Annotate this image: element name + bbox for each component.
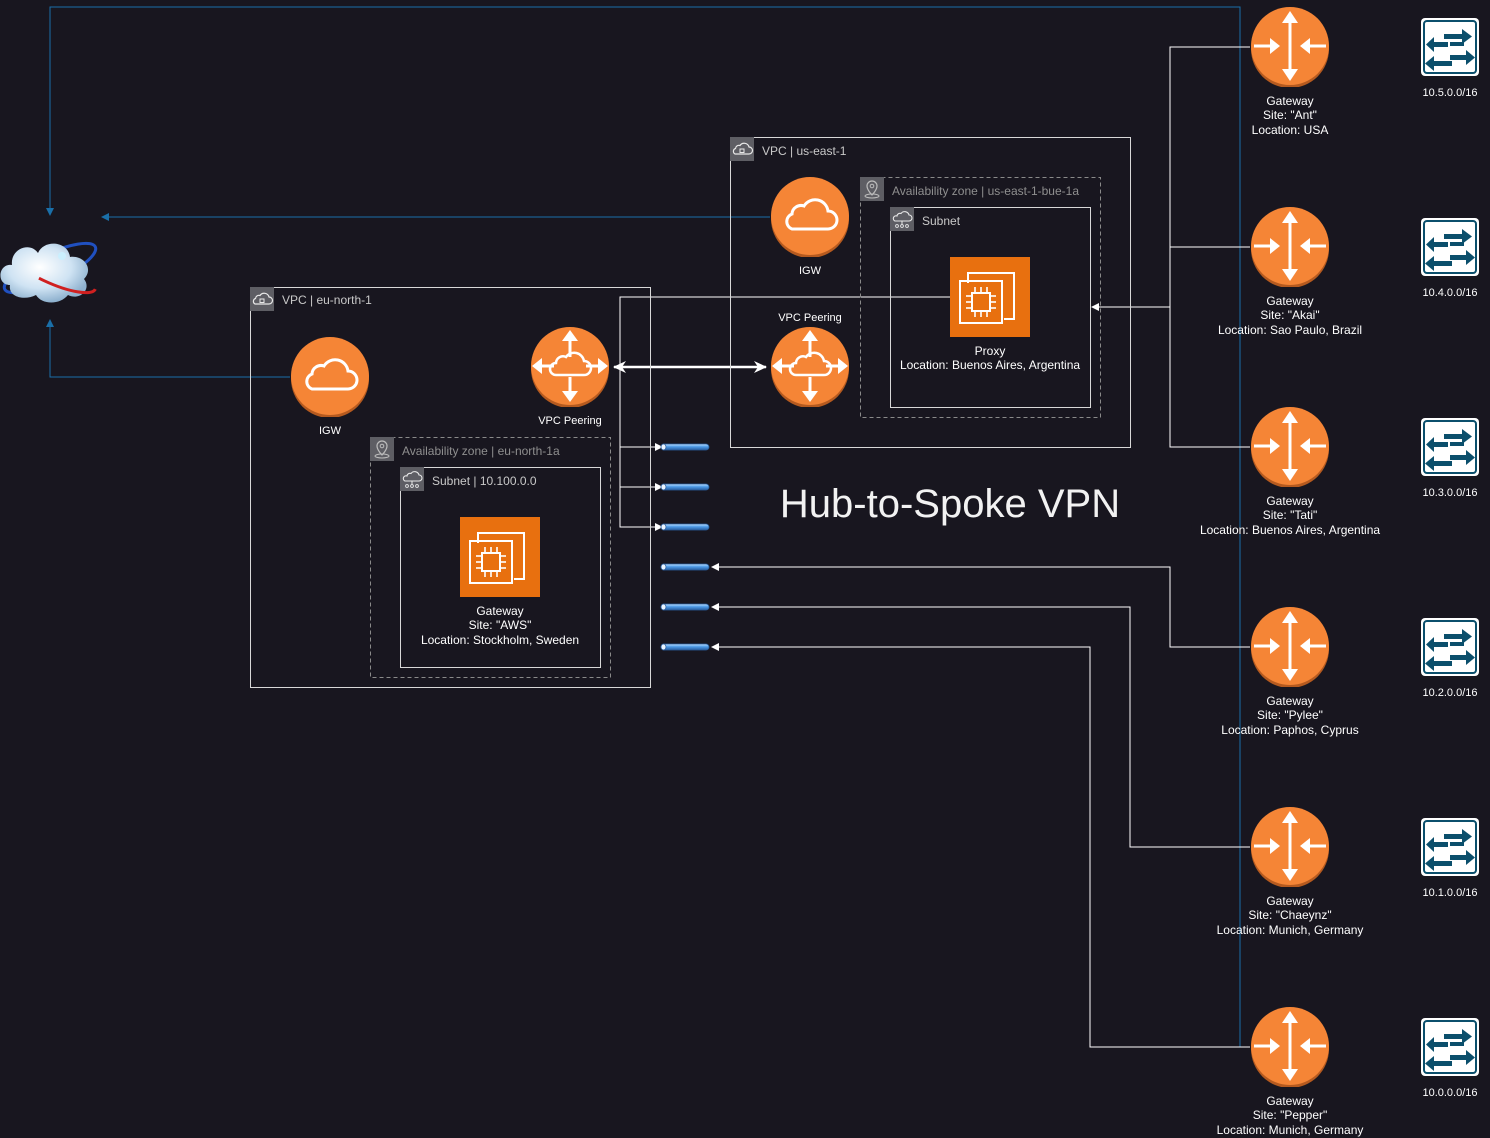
- vpn-tunnel-icon: [660, 483, 710, 491]
- subnet-us-label: Subnet: [922, 214, 961, 228]
- site-name: Site: "Tati": [1263, 508, 1318, 522]
- peering-us-label: VPC Peering: [778, 312, 842, 324]
- site-location: Location: Paphos, Cyprus: [1221, 723, 1358, 737]
- aws-gateway-line3: Location: Stockholm, Sweden: [421, 633, 579, 647]
- az-us-label: Availability zone | us-east-1-bue-1a: [892, 184, 1079, 198]
- vpc-us-label: VPC | us-east-1: [762, 144, 847, 158]
- link-eu-igw-to-internet: [46, 319, 290, 378]
- router-icon: [1250, 1007, 1330, 1087]
- switch-icon: [1420, 417, 1480, 477]
- link-pylee-to-tunnel: [711, 563, 1250, 648]
- aws-gateway-line2: Site: "AWS": [469, 618, 532, 632]
- vpn-tunnel-icon: [660, 523, 710, 531]
- router-icon: [1250, 207, 1330, 287]
- site-gateway-label: Gateway: [1266, 494, 1313, 508]
- site-location: Location: Buenos Aires, Argentina: [1200, 523, 1380, 537]
- site-ant: Gateway Site: "Ant" Location: USA 10.5.0…: [1250, 7, 1480, 137]
- site-location: Location: USA: [1252, 123, 1329, 137]
- site-cidr: 10.3.0.0/16: [1422, 487, 1477, 499]
- availability-zone-icon: [860, 177, 884, 201]
- subnet-icon: [890, 207, 914, 231]
- igw-eu-label: IGW: [319, 425, 342, 437]
- internet-cloud-icon: [0, 241, 98, 303]
- vpc-icon: [730, 137, 754, 161]
- site-location: Location: Munich, Germany: [1217, 1123, 1364, 1137]
- vpc-us-east-1: VPC | us-east-1 IGW VPC Peering Availabi…: [730, 137, 1131, 448]
- link-proxy-to-tunnels: [619, 296, 950, 531]
- site-akai: Gateway Site: "Akai" Location: Sao Paulo…: [1218, 207, 1480, 337]
- diagram-title: Hub-to-Spoke VPN: [780, 482, 1120, 526]
- site-name: Site: "Ant": [1263, 108, 1317, 122]
- vpc-icon: [250, 287, 274, 311]
- site-cidr: 10.1.0.0/16: [1422, 887, 1477, 899]
- site-cidr: 10.5.0.0/16: [1422, 87, 1477, 99]
- site-tati: Gateway Site: "Tati" Location: Buenos Ai…: [1200, 407, 1480, 537]
- site-gateway-label: Gateway: [1266, 694, 1313, 708]
- proxy-line1: Proxy: [975, 344, 1006, 358]
- internet-gateway-icon: [770, 177, 850, 257]
- vpn-tunnel-icon: [660, 643, 710, 651]
- switch-icon: [1420, 217, 1480, 277]
- site-cidr: 10.0.0.0/16: [1422, 1087, 1477, 1099]
- site-cidr: 10.2.0.0/16: [1422, 687, 1477, 699]
- proxy-line2: Location: Buenos Aires, Argentina: [900, 358, 1080, 372]
- vpn-tunnels: [660, 443, 710, 651]
- vpn-tunnel-icon: [660, 603, 710, 611]
- vpn-tunnel-icon: [660, 563, 710, 571]
- site-gateway-label: Gateway: [1266, 294, 1313, 308]
- igw-us-label: IGW: [799, 265, 822, 277]
- subnet-eu-label: Subnet | 10.100.0.0: [432, 474, 537, 488]
- link-pepper-to-tunnel: [711, 643, 1250, 1048]
- aws-gateway-line1: Gateway: [476, 604, 523, 618]
- switch-icon: [1420, 17, 1480, 77]
- ec2-instance-icon: [460, 517, 540, 597]
- switch-icon: [1420, 817, 1480, 877]
- router-icon: [1250, 407, 1330, 487]
- subnet-icon: [400, 467, 424, 491]
- site-name: Site: "Akai": [1260, 308, 1319, 322]
- az-eu-label: Availability zone | eu-north-1a: [402, 444, 560, 458]
- site-location: Location: Munich, Germany: [1217, 923, 1364, 937]
- vpn-links: [619, 46, 1250, 1048]
- router-icon: [1250, 7, 1330, 87]
- router-icon: [1250, 807, 1330, 887]
- site-pylee: Gateway Site: "Pylee" Location: Paphos, …: [1221, 607, 1480, 737]
- link-chaeynz-to-tunnel: [711, 603, 1250, 848]
- site-name: Site: "Pepper": [1253, 1108, 1328, 1122]
- site-gateway-label: Gateway: [1266, 894, 1313, 908]
- peering-eu-label: VPC Peering: [538, 415, 602, 427]
- site-name: Site: "Chaeynz": [1248, 908, 1331, 922]
- site-cidr: 10.4.0.0/16: [1422, 287, 1477, 299]
- vpc-peering-icon: [770, 327, 850, 407]
- site-gateway-label: Gateway: [1266, 94, 1313, 108]
- site-gateway-label: Gateway: [1266, 1094, 1313, 1108]
- vpc-peering-icon: [530, 327, 610, 407]
- site-name: Site: "Pylee": [1257, 708, 1323, 722]
- internet-gateway-icon: [290, 337, 370, 417]
- router-icon: [1250, 607, 1330, 687]
- site-pepper: Gateway Site: "Pepper" Location: Munich,…: [1217, 1007, 1480, 1137]
- vpc-eu-label: VPC | eu-north-1: [282, 293, 372, 307]
- switch-icon: [1420, 617, 1480, 677]
- availability-zone-icon: [370, 437, 394, 461]
- vpc-eu-north-1: VPC | eu-north-1 IGW VPC Peering Availab…: [250, 287, 651, 688]
- switch-icon: [1420, 1017, 1480, 1077]
- site-location: Location: Sao Paulo, Brazil: [1218, 323, 1362, 337]
- ec2-instance-icon: [950, 257, 1030, 337]
- site-chaeynz: Gateway Site: "Chaeynz" Location: Munich…: [1217, 807, 1480, 937]
- vpn-tunnel-icon: [660, 443, 710, 451]
